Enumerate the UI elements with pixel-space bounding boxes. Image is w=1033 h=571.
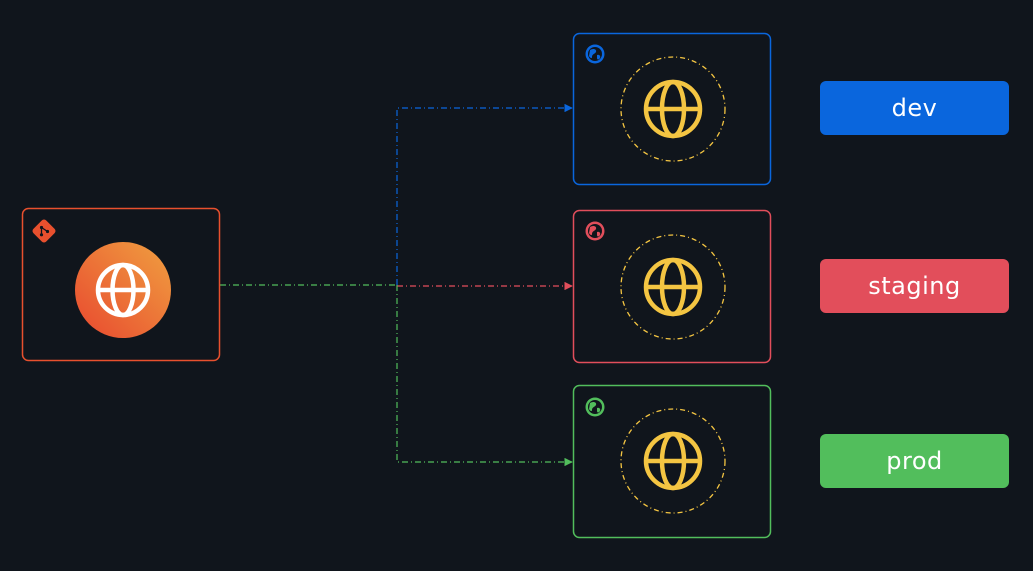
source-node xyxy=(21,207,221,362)
globe-icon xyxy=(95,262,151,318)
env-label-dev: dev xyxy=(820,81,1009,135)
env-node-prod xyxy=(572,384,772,539)
globe-icon xyxy=(585,221,605,241)
env-label-prod: prod xyxy=(820,434,1009,488)
globe-icon xyxy=(643,431,703,491)
env-node-dev xyxy=(572,32,772,186)
env-node-staging xyxy=(572,209,772,364)
connector-dev xyxy=(396,103,573,285)
globe-icon xyxy=(643,257,703,317)
globe-icon xyxy=(643,79,703,139)
connector-prod xyxy=(396,285,573,467)
env-label-staging: staging xyxy=(820,259,1009,313)
git-icon xyxy=(32,219,56,243)
globe-icon xyxy=(585,397,605,417)
globe-icon xyxy=(585,44,605,64)
